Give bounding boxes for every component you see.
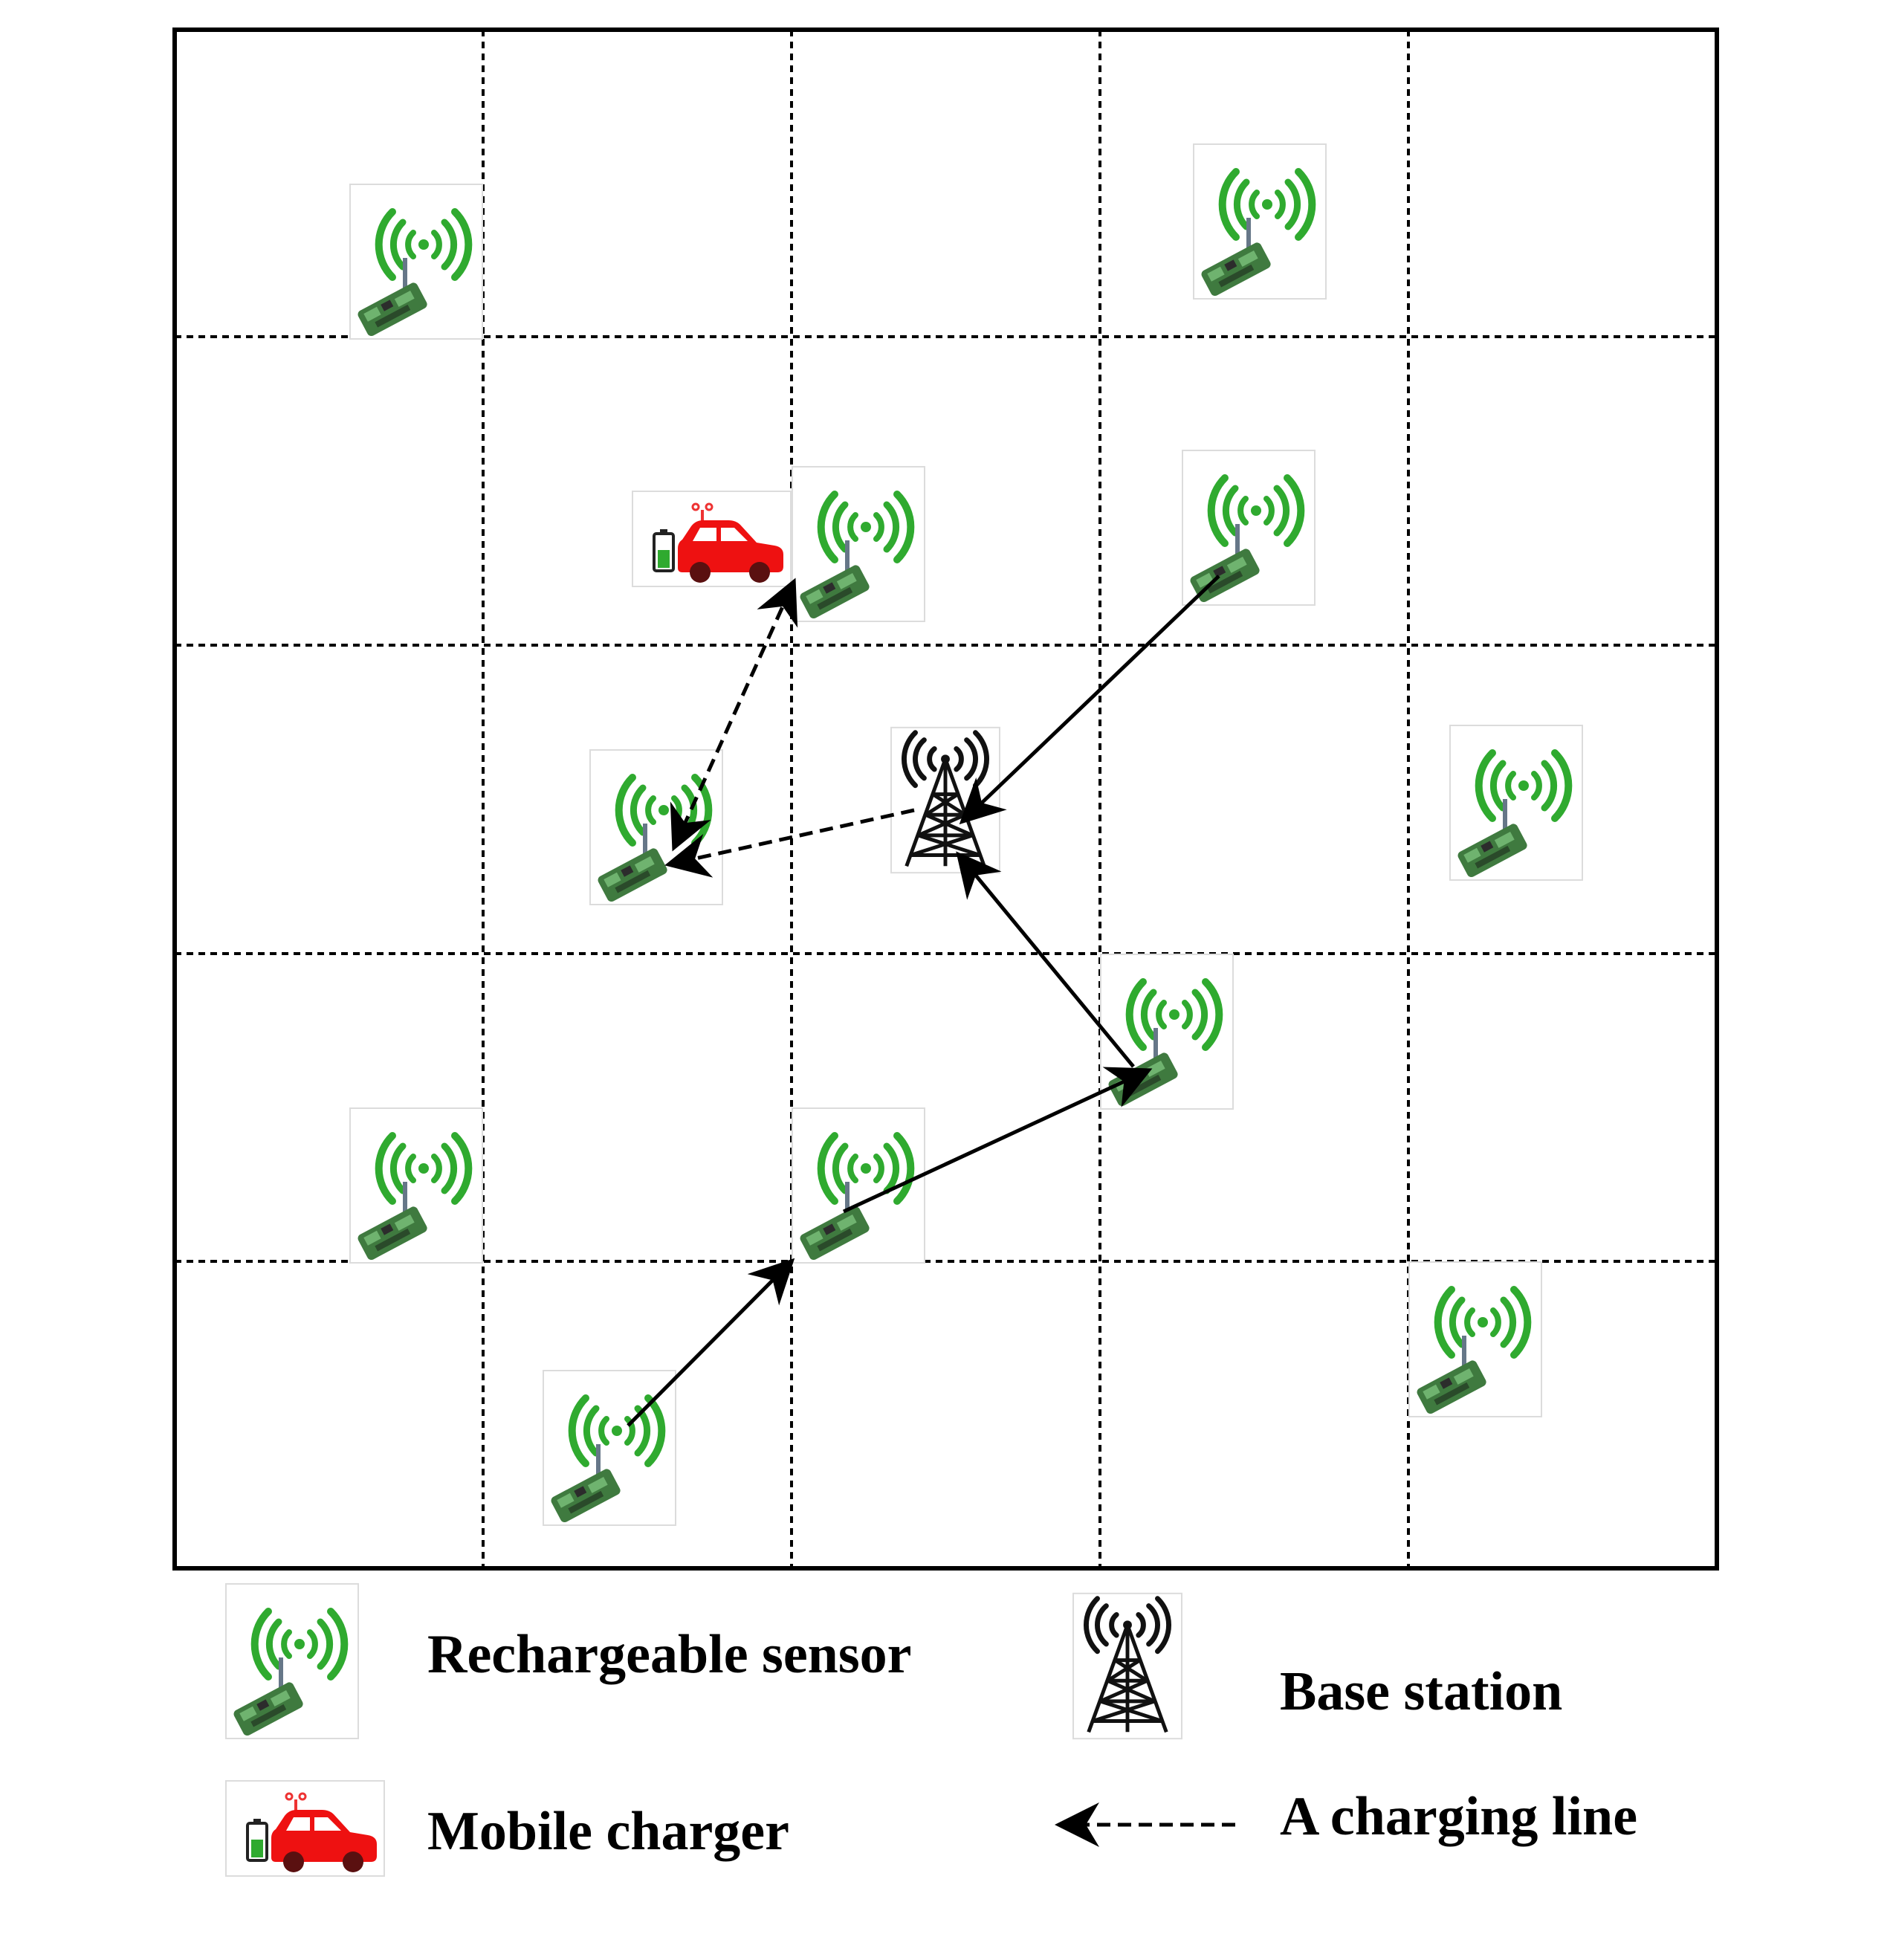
links: [627, 575, 1220, 1427]
electric-car-icon: [225, 1780, 385, 1877]
link-solid: [959, 575, 1220, 825]
sensor-icon: [792, 467, 925, 621]
legend-base-station-label: Base station: [1280, 1661, 1562, 1722]
link-dashed: [670, 578, 798, 852]
electric-car-icon: [632, 491, 792, 587]
sensor-icon: [1409, 1262, 1541, 1417]
sensor-icon: [1194, 144, 1326, 299]
legend-sensor-label: Rechargeable sensor: [427, 1624, 911, 1685]
link-solid: [956, 851, 1135, 1068]
legend-charging-line-label: A charging line: [1280, 1786, 1637, 1847]
sensor-icon: [226, 1584, 358, 1739]
sensor-icon: [1450, 725, 1582, 880]
sensor-icon: [1101, 954, 1233, 1109]
sensor-icon: [590, 750, 722, 905]
field-border: [172, 28, 1719, 1571]
link-solid: [842, 1067, 1153, 1214]
sensor-icon: [792, 1108, 925, 1263]
radio-tower-icon: [1073, 1594, 1182, 1739]
sensor-icon: [350, 184, 482, 339]
sensor-icon: [543, 1371, 676, 1525]
link-solid: [627, 1258, 795, 1427]
legend-charger-label: Mobile charger: [427, 1801, 789, 1862]
sensor-icon: [350, 1108, 482, 1263]
legend: Rechargeable sensor Base station Mobile …: [225, 1584, 1637, 1877]
sensor-icon: [1182, 450, 1315, 605]
